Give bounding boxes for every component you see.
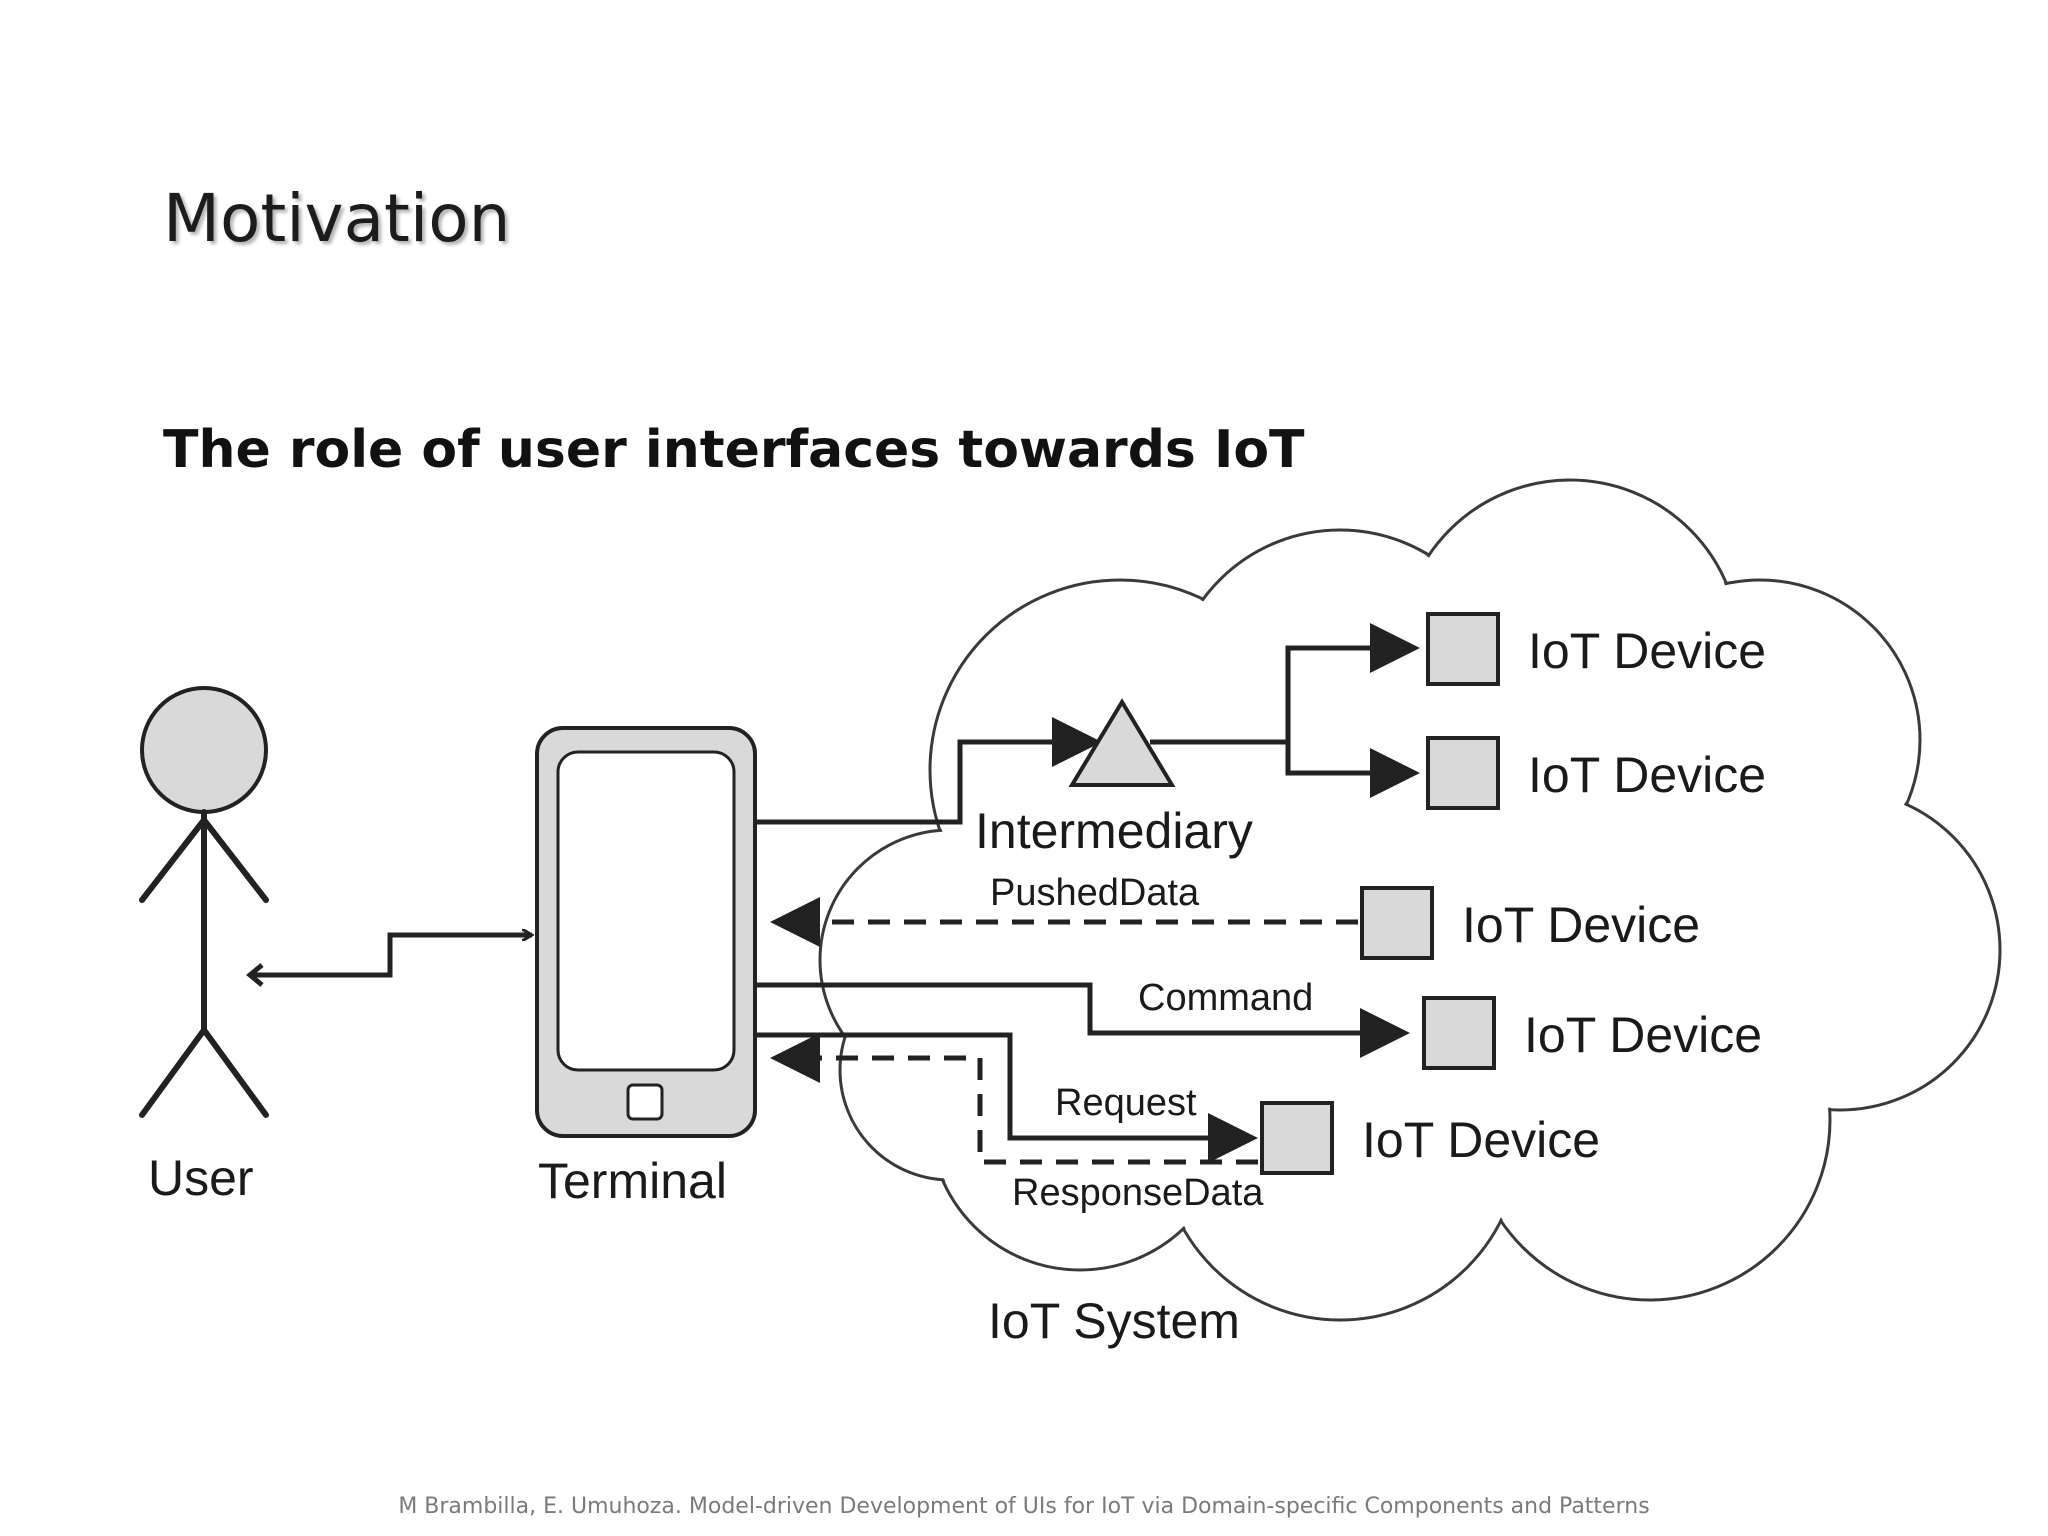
iot-device-1-label: IoT Device xyxy=(1528,623,1766,679)
command-arrow xyxy=(757,982,1410,1058)
request-arrow xyxy=(757,1032,1258,1163)
iot-device-4-node xyxy=(1422,996,1496,1070)
terminal-device xyxy=(535,726,757,1138)
iot-device-2-node xyxy=(1426,736,1500,810)
terminal-intermediary-arrow xyxy=(757,717,1102,825)
request-label: Request xyxy=(1055,1082,1197,1124)
response-data-label: ResponseData xyxy=(1012,1172,1264,1214)
iot-device-4-label: IoT Device xyxy=(1524,1007,1762,1063)
intermediary-device1-arrow xyxy=(1285,623,1420,742)
pushed-data-label: PushedData xyxy=(990,872,1200,914)
user-terminal-arrow xyxy=(252,935,532,978)
iot-device-2-label: IoT Device xyxy=(1528,747,1766,803)
user-label: User xyxy=(148,1150,254,1206)
terminal-label: Terminal xyxy=(538,1153,727,1209)
user-head xyxy=(140,686,268,814)
iot-device-5-label: IoT Device xyxy=(1362,1112,1600,1168)
iot-device-3-label: IoT Device xyxy=(1462,897,1700,953)
iot-device-3-node xyxy=(1360,886,1434,960)
user-figure xyxy=(139,686,269,1118)
terminal-screen xyxy=(556,750,736,1072)
slide-subtitle: The role of user interfaces towards IoT xyxy=(163,420,1305,480)
iot-device-1-node xyxy=(1426,612,1500,686)
iot-system-label: IoT System xyxy=(988,1293,1240,1349)
iot-device-5-node xyxy=(1260,1101,1334,1175)
command-label: Command xyxy=(1138,977,1313,1019)
intermediary-node xyxy=(1068,698,1176,787)
response-data-arrow xyxy=(770,1033,1258,1165)
intermediary-device2-arrow xyxy=(1285,742,1420,798)
intermediary-label: Intermediary xyxy=(975,803,1253,859)
slide-footer: M Brambilla, E. Umuhoza. Model-driven De… xyxy=(398,1494,1650,1519)
slide-title: Motivation xyxy=(163,180,511,257)
terminal-home-button xyxy=(626,1083,664,1121)
